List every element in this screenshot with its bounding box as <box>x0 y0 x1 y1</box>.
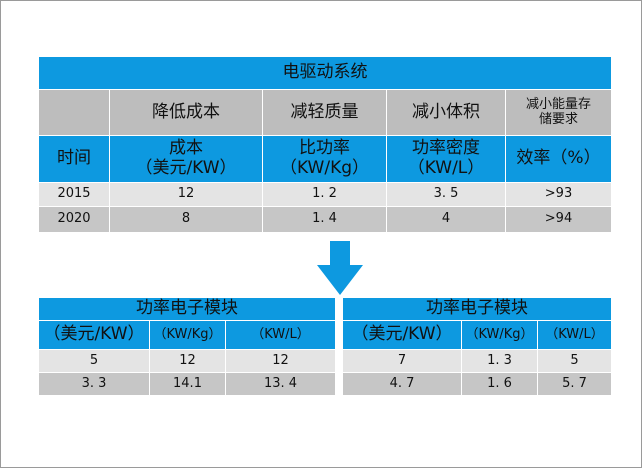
metric-specific-power-unit: （KW/Kg） <box>279 158 370 178</box>
row-2015-year: 2015 <box>39 183 109 206</box>
right-row2-specific-power: 1. 6 <box>462 373 537 395</box>
right-row1-cost: 7 <box>343 350 461 372</box>
row-2020-power-density: 4 <box>387 207 505 232</box>
left-row1-power-density: 12 <box>226 350 335 372</box>
row-2015-efficiency: >93 <box>506 183 611 206</box>
metric-efficiency: 效率（%） <box>506 136 611 182</box>
right-row2-cost: 4. 7 <box>343 373 461 395</box>
row-2020-efficiency: >94 <box>506 207 611 232</box>
right-module-title: 功率电子模块 <box>343 298 611 320</box>
left-row2-specific-power: 14.1 <box>150 373 225 395</box>
row-2015-specific-power: 1. 2 <box>263 183 386 206</box>
row-2015-power-density: 3. 5 <box>387 183 505 206</box>
metric-cost-name: 成本 <box>169 138 203 159</box>
metric-cost-unit: （美元/KW） <box>135 158 237 178</box>
goal-energy-line1: 减小能量存 <box>525 96 591 112</box>
right-unit-specific-power: （KW/Kg） <box>462 321 537 349</box>
left-module-title: 功率电子模块 <box>39 298 335 320</box>
goal-reduce-mass: 减轻质量 <box>263 90 386 135</box>
left-row2-cost: 3. 3 <box>39 373 149 395</box>
left-row1-specific-power: 12 <box>150 350 225 372</box>
time-label: 时间 <box>39 136 109 182</box>
left-row1-cost: 5 <box>39 350 149 372</box>
left-row2-power-density: 13. 4 <box>226 373 335 395</box>
metric-power-density-unit: （KW/L） <box>407 158 485 178</box>
right-unit-power-density: （KW/L） <box>538 321 611 349</box>
row-2020-cost: 8 <box>110 207 262 232</box>
metric-cost: 成本 （美元/KW） <box>110 136 262 182</box>
left-unit-power-density: （KW/L） <box>226 321 335 349</box>
goal-reduce-volume: 减小体积 <box>387 90 505 135</box>
left-unit-specific-power: （KW/Kg） <box>150 321 225 349</box>
goal-header-empty <box>39 90 109 135</box>
right-row2-power-density: 5. 7 <box>538 373 611 395</box>
right-row1-power-density: 5 <box>538 350 611 372</box>
metric-specific-power: 比功率 （KW/Kg） <box>263 136 386 182</box>
down-arrow-icon <box>317 241 363 295</box>
system-title: 电驱动系统 <box>39 57 611 89</box>
metric-power-density: 功率密度 （KW/L） <box>387 136 505 182</box>
right-unit-cost: （美元/KW） <box>343 321 461 349</box>
goal-reduce-cost: 降低成本 <box>110 90 262 135</box>
right-row1-specific-power: 1. 3 <box>462 350 537 372</box>
row-2015-cost: 12 <box>110 183 262 206</box>
row-2020-year: 2020 <box>39 207 109 232</box>
metric-specific-power-name: 比功率 <box>299 138 350 159</box>
row-2020-specific-power: 1. 4 <box>263 207 386 232</box>
goal-reduce-energy-storage: 减小能量存 储要求 <box>506 90 611 135</box>
goal-energy-line2: 储要求 <box>538 111 578 127</box>
left-unit-cost: （美元/KW） <box>39 321 149 349</box>
metric-power-density-name: 功率密度 <box>412 138 480 159</box>
